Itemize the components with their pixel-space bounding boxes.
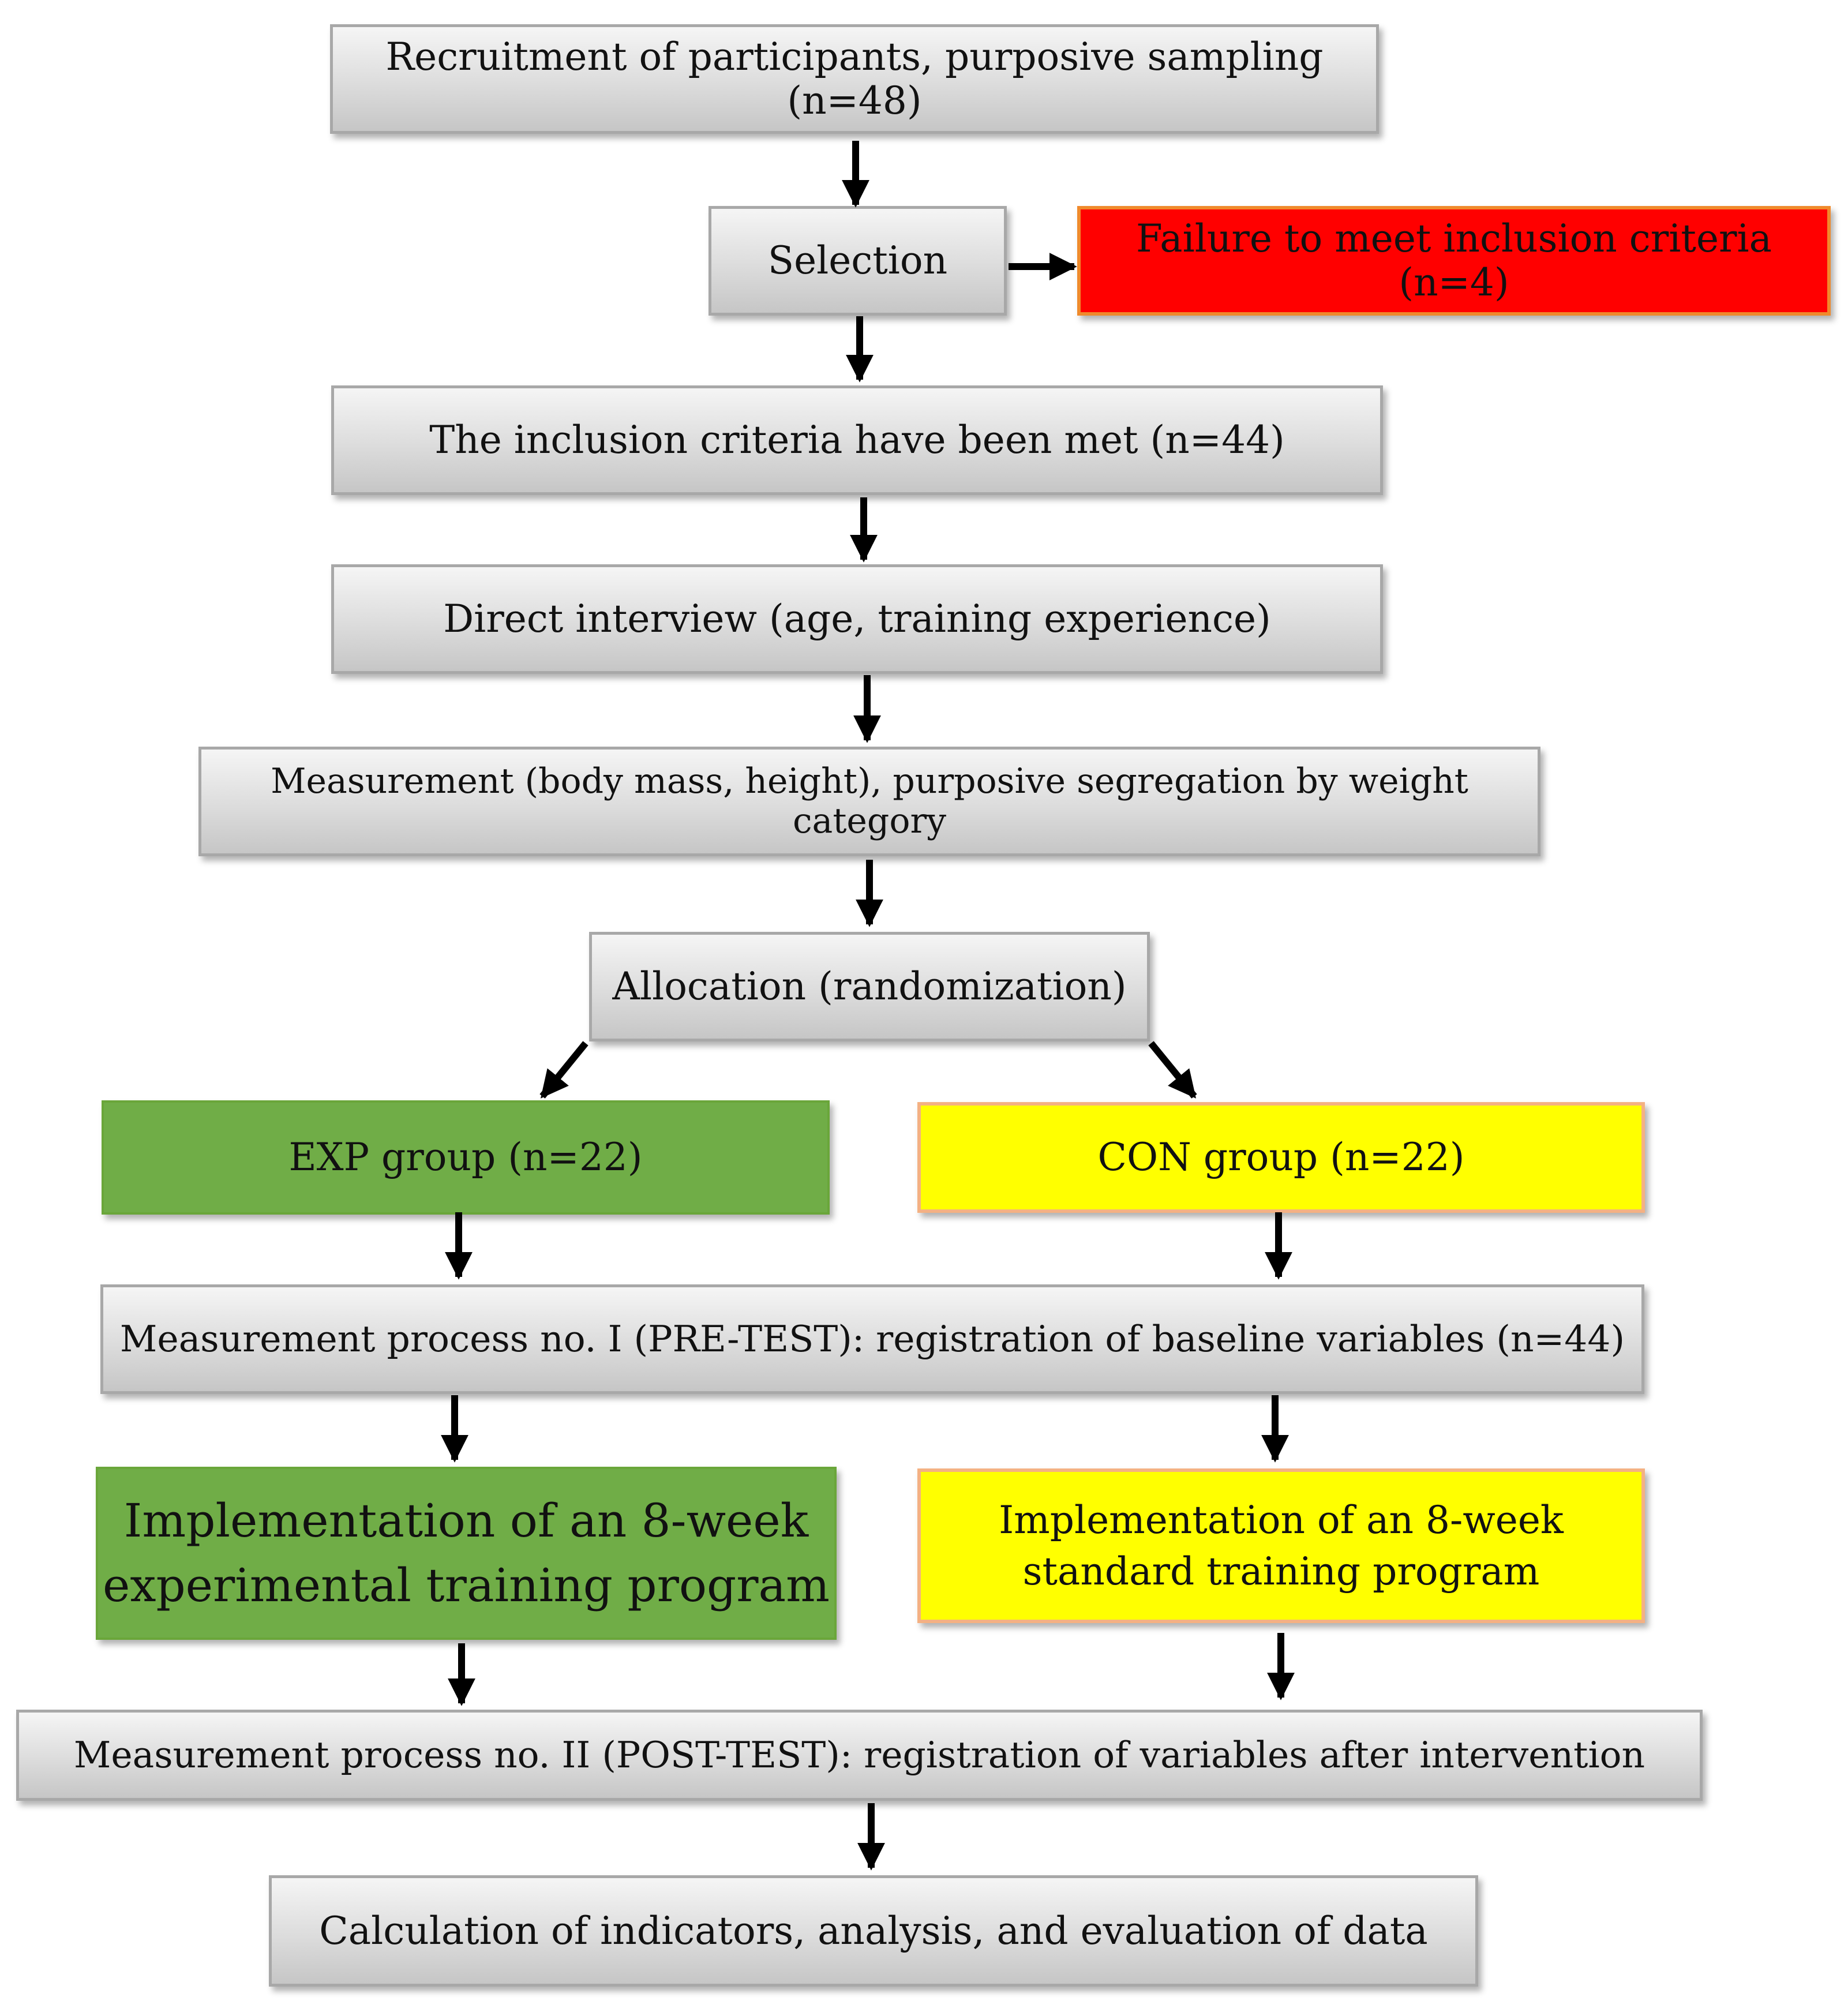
inclusion-label: The inclusion criteria have been met (n=… xyxy=(429,418,1285,463)
allocation-label: Allocation (randomization) xyxy=(612,964,1127,1009)
exp-program-box: Implementation of an 8-week experimental… xyxy=(96,1467,837,1640)
exclusion-label: Failure to meet inclusion criteria (n=4) xyxy=(1135,216,1772,305)
con-program-text: Implementation of an 8-week standard tra… xyxy=(999,1494,1564,1597)
posttest-label: Measurement process no. II (POST-TEST): … xyxy=(73,1733,1645,1776)
inclusion-box: The inclusion criteria have been met (n=… xyxy=(331,385,1383,495)
exclusion-box: Failure to meet inclusion criteria (n=4) xyxy=(1077,206,1831,316)
pretest-box: Measurement process no. I (PRE-TEST): re… xyxy=(100,1284,1644,1394)
con-group-label: CON group (n=22) xyxy=(1097,1135,1465,1180)
exp-group-box: EXP group (n=22) xyxy=(102,1100,830,1215)
exp-group-label: EXP group (n=22) xyxy=(288,1135,643,1180)
interview-label: Direct interview (age, training experien… xyxy=(443,597,1271,642)
analysis-box: Calculation of indicators, analysis, and… xyxy=(269,1875,1478,1987)
allocation-box: Allocation (randomization) xyxy=(589,932,1150,1041)
posttest-box: Measurement process no. II (POST-TEST): … xyxy=(16,1710,1703,1801)
selection-label: Selection xyxy=(767,238,948,283)
recruitment-box: Recruitment of participants, purposive s… xyxy=(330,24,1379,134)
pretest-label: Measurement process no. I (PRE-TEST): re… xyxy=(119,1317,1625,1360)
con-program-line1: Implementation of an 8-week xyxy=(999,1497,1564,1542)
con-program-line2: standard training program xyxy=(1022,1549,1540,1594)
arrow-allocation-to-con xyxy=(1148,1041,1197,1099)
analysis-label: Calculation of indicators, analysis, and… xyxy=(319,1908,1428,1953)
measurement-label: Measurement (body mass, height), purposi… xyxy=(271,761,1468,841)
con-group-box: CON group (n=22) xyxy=(917,1102,1645,1213)
measurement-box: Measurement (body mass, height), purposi… xyxy=(198,747,1540,856)
exp-program-text: Implementation of an 8-week experimental… xyxy=(103,1489,830,1618)
recruitment-label: Recruitment of participants, purposive s… xyxy=(385,35,1324,123)
arrow-allocation-to-exp xyxy=(539,1041,588,1099)
con-program-box: Implementation of an 8-week standard tra… xyxy=(917,1468,1645,1623)
exp-program-line2: experimental training program xyxy=(103,1558,830,1612)
interview-box: Direct interview (age, training experien… xyxy=(331,564,1383,674)
exp-program-line1: Implementation of an 8-week xyxy=(123,1494,809,1548)
